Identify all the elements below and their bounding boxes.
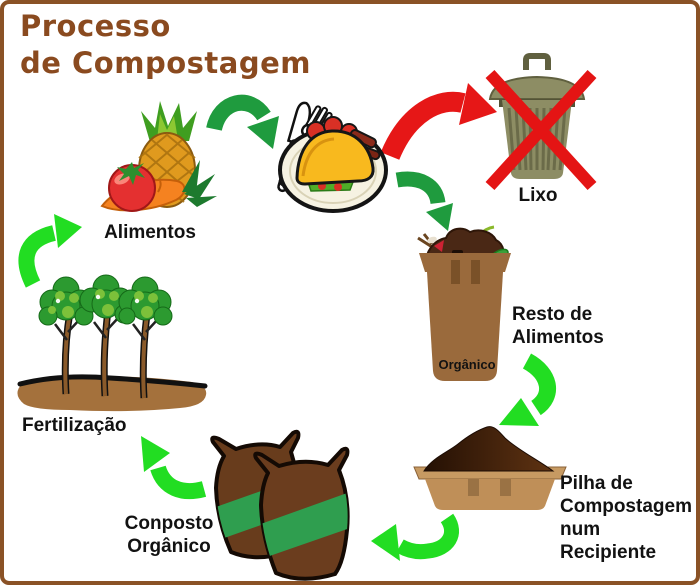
arrow-meal-to-lixo-icon bbox=[380, 83, 497, 161]
label-conposto-organico: Conposto Orgânico bbox=[124, 513, 214, 557]
page-title: Processo de Compostagem bbox=[20, 9, 311, 80]
label-lixo: Lixo bbox=[518, 185, 558, 206]
arrow-fertilizacao-to-alimentos-icon bbox=[18, 214, 82, 288]
arrow-alimentos-to-meal-icon bbox=[206, 94, 279, 149]
label-resto-de-alimentos: Resto de Alimentos bbox=[512, 304, 604, 348]
arrow-meal-to-organico-icon bbox=[395, 171, 453, 231]
trees-on-soil-icon bbox=[17, 274, 208, 412]
compost-pile-in-container-icon bbox=[413, 426, 567, 510]
organic-waste-bin-icon bbox=[417, 225, 511, 381]
pineapple-tomato-carrot-icon bbox=[100, 101, 217, 212]
label-alimentos: Alimentos bbox=[104, 222, 196, 243]
label-fertilizacao: Fertilização bbox=[22, 415, 127, 436]
arrow-pilha-to-conposto-icon bbox=[371, 513, 459, 561]
arrow-conposto-to-fertilizacao-icon bbox=[141, 436, 207, 500]
label-organico-bin: Orgânico bbox=[438, 357, 496, 372]
meal-plate-with-cutlery-icon bbox=[277, 101, 388, 213]
compost-bags-icon bbox=[210, 429, 350, 581]
arrow-organico-to-pilha-icon bbox=[499, 353, 557, 426]
label-pilha-de-compostagem: Pilha de Compostagem num Recipiente bbox=[560, 473, 692, 563]
crossed-out-trash-can-icon bbox=[485, 53, 597, 191]
red-cross-icon bbox=[485, 69, 597, 191]
